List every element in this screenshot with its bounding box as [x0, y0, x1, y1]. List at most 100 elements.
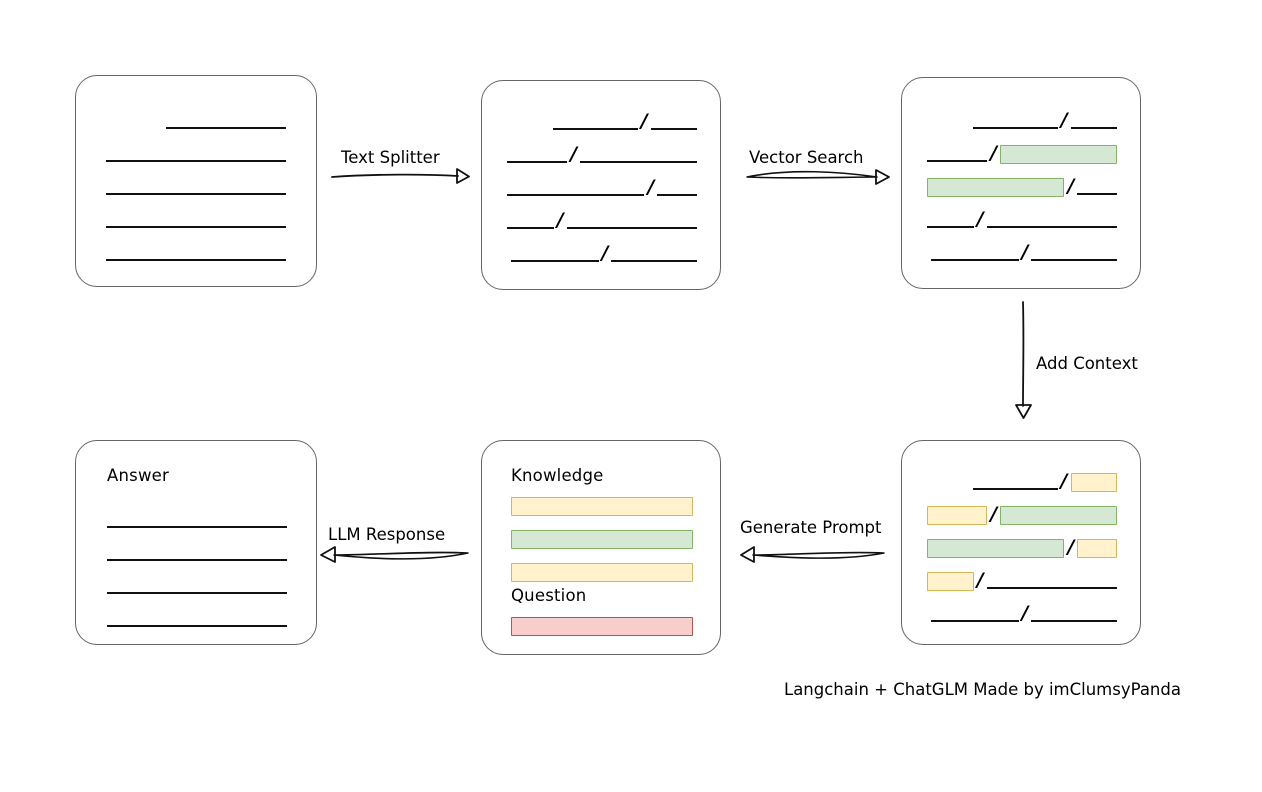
- text-row: [106, 110, 286, 132]
- text-line-segment: [507, 161, 568, 163]
- arrow-llm-response: [318, 535, 470, 567]
- chunk-separator: /: [1060, 469, 1068, 492]
- matched-chunk-highlight: [927, 177, 1065, 197]
- text-row: /: [507, 210, 697, 232]
- chunk-separator: /: [640, 109, 648, 132]
- context-chunk-highlight: [1070, 472, 1117, 492]
- split-chunks-box[interactable]: / / / / /: [481, 80, 721, 290]
- text-line-segment: [107, 526, 287, 528]
- text-row: /: [927, 176, 1117, 198]
- vector-search-arrow-icon: [746, 169, 890, 185]
- text-line-segment: [106, 193, 286, 195]
- arrow-label-vector-search: Vector Search: [749, 148, 864, 167]
- chunk-separator: /: [976, 568, 984, 591]
- chunk-separator: /: [556, 208, 564, 231]
- knowledge-heading: Knowledge: [511, 466, 604, 485]
- chunk-separator: /: [570, 142, 578, 165]
- text-line-segment: [106, 226, 286, 228]
- knowledge-bar[interactable]: [511, 497, 693, 516]
- text-row: /: [927, 603, 1117, 625]
- question-bar[interactable]: [511, 617, 693, 636]
- arrow-label-text-splitter: Text Splitter: [341, 148, 440, 167]
- text-row: [106, 209, 286, 231]
- text-line-segment: [657, 194, 697, 196]
- text-row: [107, 575, 287, 597]
- text-line-segment: [650, 128, 697, 130]
- text-row: /: [927, 471, 1117, 493]
- text-line-segment: [927, 226, 974, 228]
- retrieved-chunks-box[interactable]: / / / / /: [901, 77, 1141, 289]
- arrow-label-llm-response: LLM Response: [328, 525, 446, 544]
- text-row: [106, 143, 286, 165]
- answer-box[interactable]: Answer: [75, 440, 317, 645]
- text-line-segment: [1031, 620, 1117, 622]
- matched-chunk-highlight: [927, 538, 1065, 558]
- text-row: /: [927, 242, 1117, 264]
- chunk-separator: /: [990, 502, 998, 525]
- text-row: /: [507, 243, 697, 265]
- chunk-separator: /: [1060, 108, 1068, 131]
- arrow-label-add-context: Add Context: [1036, 354, 1138, 373]
- text-line-segment: [580, 161, 697, 163]
- text-line-segment: [106, 259, 286, 261]
- footer-credit: Langchain + ChatGLM Made by imClumsyPand…: [784, 680, 1181, 699]
- text-line-segment: [986, 587, 1117, 589]
- text-line-segment: [166, 127, 286, 129]
- text-row: /: [507, 177, 697, 199]
- text-line-segment: [1077, 193, 1117, 195]
- context-chunk-highlight: [1077, 538, 1117, 558]
- text-row: /: [507, 144, 697, 166]
- knowledge-bar[interactable]: [511, 530, 693, 549]
- text-row: /: [927, 209, 1117, 231]
- chunk-separator: /: [1021, 240, 1029, 263]
- add-context-arrow-icon: [1015, 301, 1032, 419]
- generate-prompt-arrow-icon: [740, 546, 885, 563]
- text-line-segment: [986, 226, 1117, 228]
- chunk-separator: /: [990, 141, 998, 164]
- matched-chunk-highlight: [1000, 144, 1117, 164]
- text-row: /: [927, 570, 1117, 592]
- knowledge-bar[interactable]: [511, 563, 693, 582]
- text-line-segment: [973, 488, 1058, 490]
- answer-label: Answer: [107, 466, 169, 485]
- chunk-separator: /: [647, 175, 655, 198]
- text-row: [106, 176, 286, 198]
- text-row: /: [927, 504, 1117, 526]
- text-line-segment: [931, 259, 1019, 261]
- prompt-box[interactable]: Knowledge Question: [481, 440, 721, 655]
- text-line-segment: [927, 160, 988, 162]
- text-line-segment: [553, 128, 638, 130]
- text-splitter-arrow-icon: [331, 168, 470, 184]
- chunk-separator: /: [1021, 601, 1029, 624]
- arrow-vector-search: [745, 155, 890, 189]
- text-row: /: [507, 111, 697, 133]
- matched-chunk-highlight: [1000, 505, 1117, 525]
- chunk-separator: /: [1067, 535, 1075, 558]
- text-line-segment: [1070, 127, 1117, 129]
- text-line-segment: [511, 260, 599, 262]
- text-line-segment: [107, 592, 287, 594]
- text-line-segment: [107, 625, 287, 627]
- llm-response-arrow-icon: [320, 546, 469, 563]
- text-row: [107, 542, 287, 564]
- chunk-separator: /: [976, 207, 984, 230]
- text-line-segment: [611, 260, 697, 262]
- arrow-label-generate-prompt: Generate Prompt: [740, 518, 882, 537]
- chunk-separator: /: [1067, 174, 1075, 197]
- text-line-segment: [106, 160, 286, 162]
- text-row: [106, 242, 286, 264]
- text-line-segment: [507, 227, 554, 229]
- arrow-text-splitter: [330, 155, 470, 187]
- text-line-segment: [107, 559, 287, 561]
- question-heading: Question: [511, 586, 587, 605]
- text-row: /: [927, 537, 1117, 559]
- chunk-separator: /: [601, 241, 609, 264]
- text-line-segment: [507, 194, 645, 196]
- text-row: [107, 509, 287, 531]
- source-document-box[interactable]: [75, 75, 317, 287]
- text-row: [107, 608, 287, 630]
- text-line-segment: [973, 127, 1058, 129]
- context-chunks-box[interactable]: / / / / /: [901, 440, 1141, 645]
- context-chunk-highlight: [927, 571, 974, 591]
- text-row: /: [927, 110, 1117, 132]
